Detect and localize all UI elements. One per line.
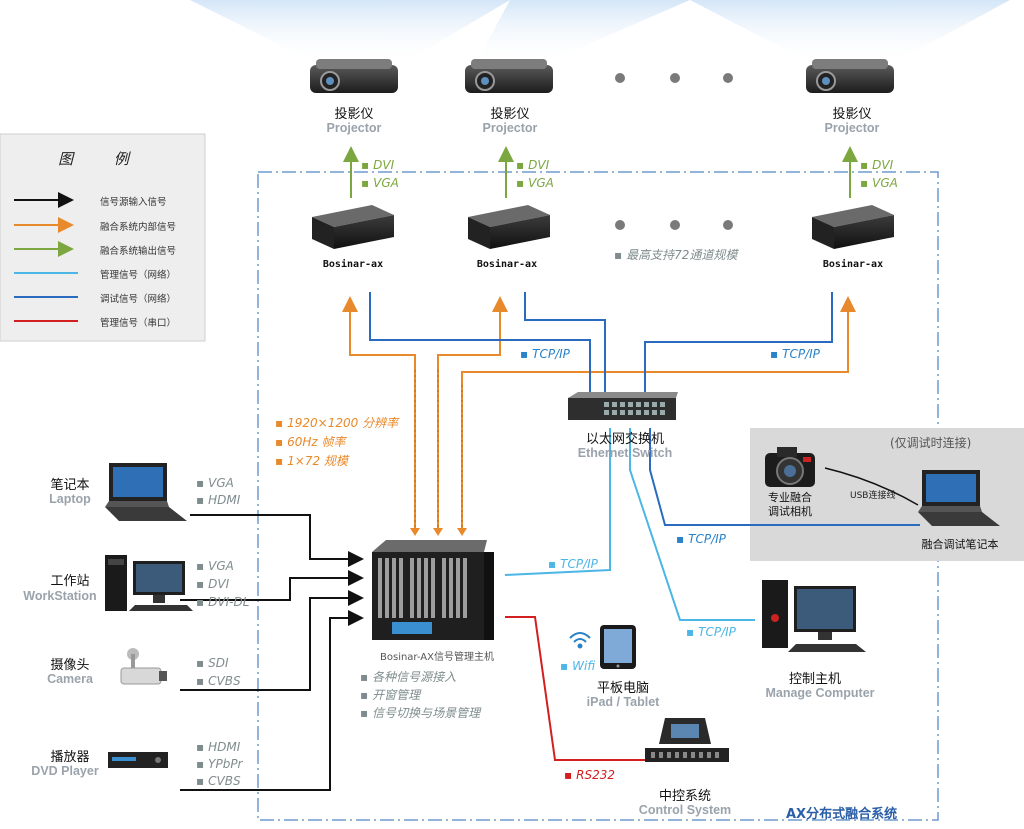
node-label: Bosinar-ax	[822, 259, 884, 270]
legend-item-label: 管理信号（串口）	[100, 318, 177, 329]
output-dvi-label: DVI	[361, 158, 394, 172]
source-signal: VGA	[196, 559, 234, 573]
projector-label-en: Projector	[824, 121, 880, 135]
switch-label-en: Ethernet Switch	[577, 446, 673, 460]
output-vga-label: VGA	[860, 176, 898, 190]
usb-cable	[824, 467, 919, 506]
laptop-icon	[918, 470, 1000, 526]
host-chassis-icon	[372, 540, 494, 640]
camera-icon	[120, 648, 167, 685]
legend-item-label: 信号源输入信号	[100, 197, 167, 208]
more-dots	[615, 73, 733, 230]
projector-icon	[465, 59, 553, 93]
legend-title: 图 例	[58, 150, 147, 168]
source-label-en: Laptop	[49, 492, 91, 506]
source-signal: VGA	[196, 476, 234, 490]
usb-label: USB连接线	[850, 491, 896, 501]
wifi-icon	[569, 632, 591, 649]
max-channels-note: 最高支持72通道规模	[614, 246, 737, 263]
projector-label-en: Projector	[482, 121, 538, 135]
debug-camera-label: 专业融合 调试相机	[768, 491, 812, 518]
wifi-label: Wifi	[560, 659, 595, 673]
serial-line	[505, 616, 665, 761]
tablet-label-en: iPad / Tablet	[586, 695, 660, 709]
internal-signal-lines	[342, 296, 856, 528]
source-signal: DVI	[196, 577, 229, 591]
source-signal: HDMI	[196, 740, 240, 754]
rs232-label: RS232	[564, 768, 615, 782]
source-label-en: WorkStation	[23, 589, 97, 603]
source-label-en: DVD Player	[31, 764, 99, 778]
legend-item-label: 管理信号（网络）	[100, 270, 177, 281]
source-label-en: Camera	[47, 672, 93, 686]
dvd-player-icon	[108, 752, 168, 768]
node-label: Bosinar-ax	[322, 259, 384, 270]
tablet-label-cn: 平板电脑	[596, 681, 649, 696]
host-feature: 各种信号源接入	[360, 668, 456, 685]
projector-label-cn: 投影仪	[490, 107, 530, 122]
projector-label-cn: 投影仪	[334, 107, 374, 122]
manage-computer-icon	[762, 580, 866, 652]
debug-network-lines	[369, 292, 920, 526]
source-signal: HDMI	[196, 493, 240, 507]
tcpip-label: TCP/IP	[548, 557, 598, 571]
switch-label-cn: 以太网交换机	[585, 432, 664, 447]
output-vga-label: VGA	[516, 176, 554, 190]
host-feature: 开窗管理	[360, 686, 420, 703]
control-system-icon	[645, 718, 729, 762]
debug-camera-icon	[765, 447, 815, 487]
source-signal: CVBS	[196, 674, 240, 688]
system-title: AX分布式融合系统	[786, 807, 898, 822]
workstation-icon	[105, 555, 193, 611]
spec-resolution: 1920×1200 分辨率	[275, 414, 398, 431]
source-label-cn: 播放器	[50, 750, 90, 765]
source-signal: DVI-DL	[196, 595, 249, 609]
manage-computer-label-cn: 控制主机	[788, 672, 841, 687]
node-label: Bosinar-ax	[476, 259, 538, 270]
control-system-label-en: Control System	[638, 803, 732, 817]
debug-note: (仅调试时连接)	[890, 436, 972, 450]
output-dvi-label: DVI	[516, 158, 549, 172]
legend-lines	[14, 192, 78, 322]
switch-icon	[568, 392, 678, 420]
laptop-icon	[105, 463, 187, 521]
legend-box	[0, 133, 206, 342]
node-box-icon	[312, 205, 394, 249]
projector-label-cn: 投影仪	[832, 107, 872, 122]
tcpip-label: TCP/IP	[676, 532, 726, 546]
node-box-icon	[468, 205, 550, 249]
tablet-icon	[600, 625, 636, 669]
tcpip-label: TCP/IP	[686, 625, 736, 639]
legend-item-label: 融合系统内部信号	[100, 222, 177, 233]
projector-label-en: Projector	[326, 121, 382, 135]
source-signal: CVBS	[196, 774, 240, 788]
host-title: Bosinar-AX信号管理主机	[380, 652, 494, 663]
source-signal: SDI	[196, 656, 228, 670]
source-label-cn: 工作站	[50, 574, 90, 589]
control-system-label-cn: 中控系统	[658, 789, 711, 804]
output-dvi-label: DVI	[860, 158, 893, 172]
source-signal: YPbPr	[196, 757, 242, 771]
spec-scale: 1×72 规模	[275, 452, 348, 469]
projector-icon	[310, 59, 398, 93]
tcpip-label: TCP/IP	[520, 347, 570, 361]
output-vga-label: VGA	[361, 176, 399, 190]
debug-laptop-label: 融合调试笔记本	[921, 538, 999, 551]
source-label-cn: 笔记本	[50, 478, 90, 493]
node-box-icon	[812, 205, 894, 249]
manage-computer-label-en: Manage Computer	[765, 686, 875, 700]
projector-icon	[806, 59, 894, 93]
management-network-lines	[504, 428, 755, 621]
light-beams	[190, 0, 1010, 65]
source-label-cn: 摄像头	[50, 658, 90, 673]
host-feature: 信号切换与场景管理	[360, 704, 480, 721]
legend-item-label: 调试信号（网络）	[100, 294, 177, 305]
tcpip-label: TCP/IP	[770, 347, 820, 361]
output-signal-lines	[343, 146, 858, 198]
legend-item-label: 融合系统输出信号	[100, 246, 177, 257]
spec-framerate: 60Hz 帧率	[275, 433, 345, 450]
